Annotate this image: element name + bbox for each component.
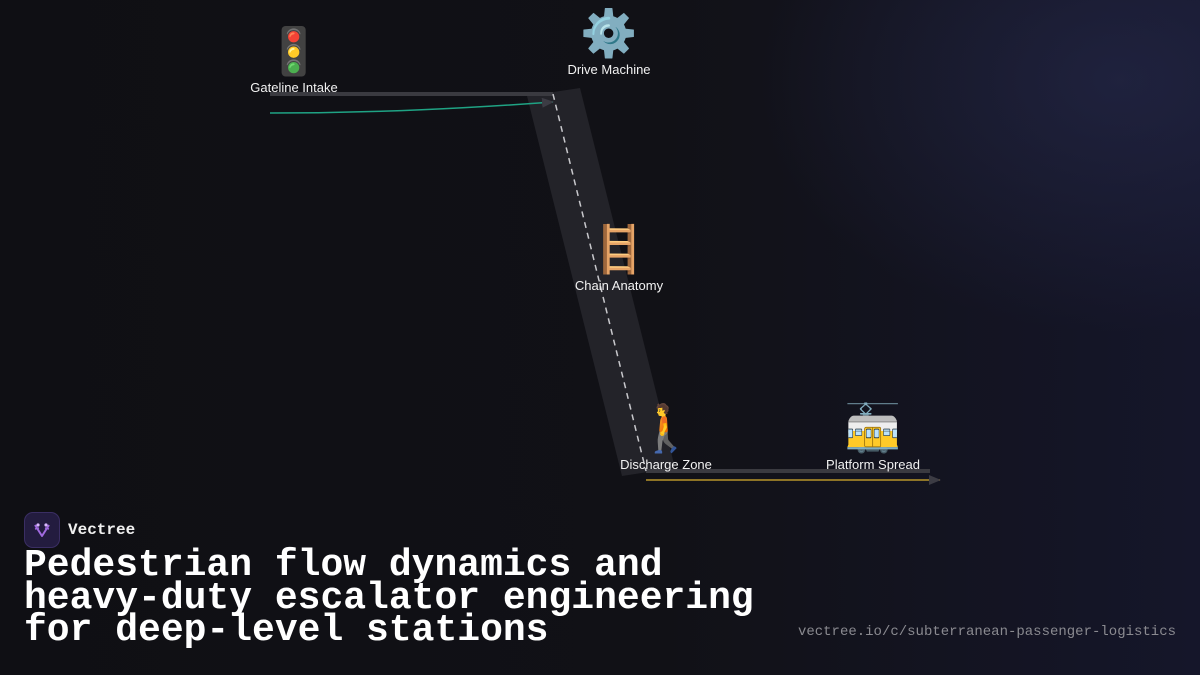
gear-icon: ⚙️ (580, 6, 638, 60)
tram-icon: 🚋 (844, 401, 902, 455)
node-platform-spread[interactable]: 🚋 Platform Spread (793, 403, 953, 472)
node-label: Gateline Intake (250, 80, 338, 95)
page-title: Pedestrian flow dynamics and heavy-duty … (24, 544, 754, 652)
node-chain-anatomy[interactable]: 🪜 Chain Anatomy (539, 224, 699, 293)
brand[interactable]: Vectree (24, 512, 135, 548)
intake-flow-connector (269, 97, 554, 114)
node-label: Discharge Zone (620, 457, 712, 472)
escalator-shaft (527, 88, 675, 476)
node-gateline-intake[interactable]: 🚦 Gateline Intake (214, 26, 374, 95)
node-label: Platform Spread (826, 457, 920, 472)
traffic-light-icon: 🚦 (265, 24, 323, 78)
node-discharge-zone[interactable]: 🚶 Discharge Zone (586, 403, 746, 472)
node-label: Chain Anatomy (574, 278, 664, 293)
walking-person-icon: 🚶 (637, 401, 695, 455)
node-label: Drive Machine (567, 62, 651, 77)
source-url[interactable]: vectree.io/c/subterranean-passenger-logi… (797, 624, 1176, 640)
brand-name: Vectree (68, 521, 136, 539)
vectree-logo-icon (24, 512, 60, 548)
node-drive-machine[interactable]: ⚙️ Drive Machine (529, 8, 689, 77)
escalator-dashed-path (552, 93, 647, 472)
ladder-icon: 🪜 (590, 222, 648, 276)
